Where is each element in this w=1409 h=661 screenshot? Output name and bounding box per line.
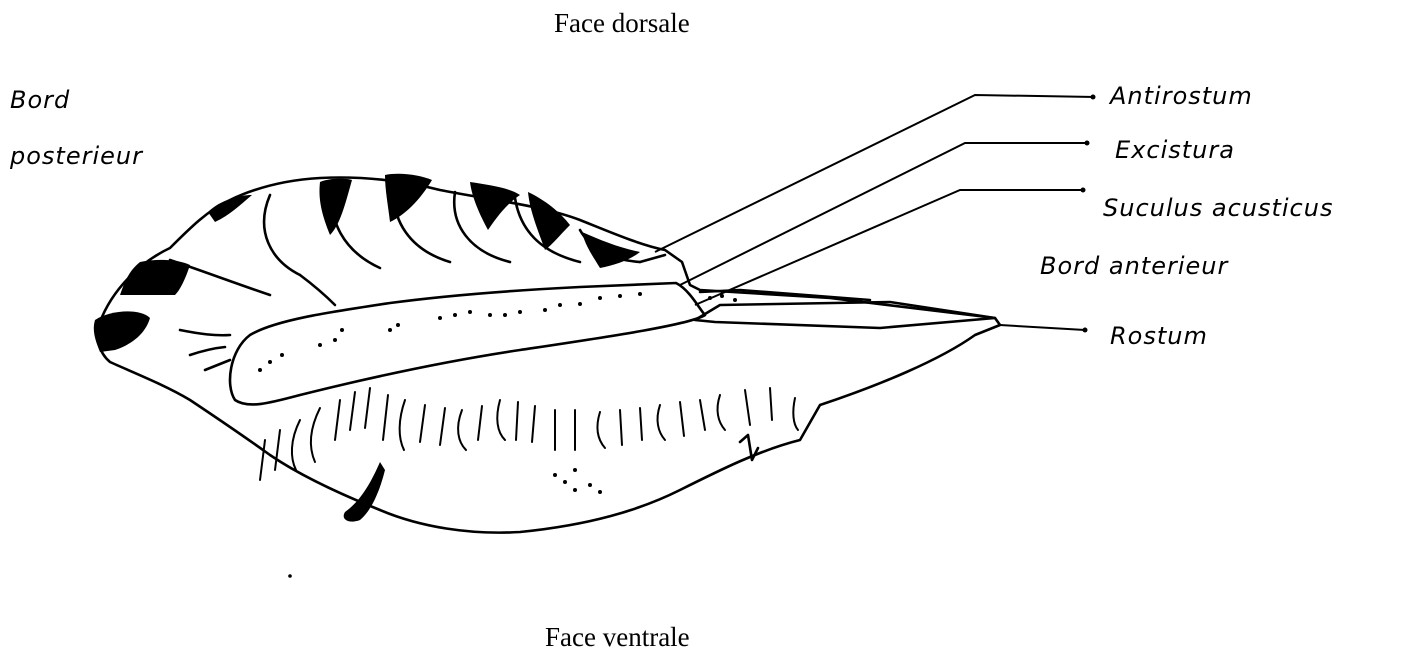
leader-antirostrum [655, 95, 1095, 252]
dark-patch-8 [94, 311, 150, 352]
dark-patch-6 [582, 232, 640, 268]
dark-patch-3 [385, 174, 432, 222]
sulcus-band [230, 283, 705, 404]
dark-patch-5 [528, 192, 570, 250]
leader-rostrum [1000, 325, 1085, 330]
dark-patch-7 [120, 260, 190, 295]
dark-patch-2 [319, 179, 352, 235]
dark-patch-4 [470, 182, 520, 230]
dark-patch-1 [208, 195, 252, 222]
dark-patch-9 [344, 462, 385, 522]
rostrum-blade [695, 302, 995, 328]
leader-excisura [680, 143, 1088, 285]
